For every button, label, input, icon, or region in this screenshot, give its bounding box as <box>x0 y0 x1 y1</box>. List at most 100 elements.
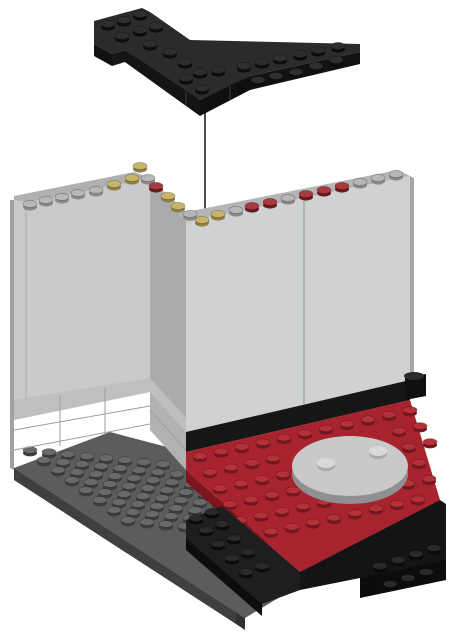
base-stud <box>93 497 107 504</box>
red-stud <box>319 425 333 432</box>
base-stud <box>61 451 75 458</box>
base-stud <box>79 487 93 494</box>
wall-stud <box>141 174 155 181</box>
base-stud <box>137 459 151 466</box>
edge-stud <box>211 541 225 548</box>
black-stud <box>273 54 287 61</box>
base-stud <box>118 457 132 464</box>
black-stud <box>195 84 209 91</box>
wall-stud <box>183 210 197 217</box>
red-stud <box>348 510 362 517</box>
base-stud <box>89 471 103 478</box>
wall-stud <box>229 206 243 213</box>
wall-stud <box>23 200 37 207</box>
red-stud <box>340 420 354 427</box>
base-stud <box>42 449 56 456</box>
wall-stud <box>245 202 259 209</box>
edge-stud <box>373 563 387 570</box>
edge-stud <box>383 581 397 588</box>
base-stud <box>188 507 202 514</box>
base-stud <box>121 517 135 524</box>
red-stud <box>402 443 416 450</box>
red-stud <box>245 459 259 466</box>
red-stud <box>411 496 425 503</box>
base-stud <box>103 481 117 488</box>
black-stud <box>163 48 177 55</box>
base-stud <box>65 477 79 484</box>
base-stud <box>174 497 188 504</box>
base-stud <box>141 485 155 492</box>
red-stud <box>224 464 238 471</box>
red-stud <box>298 430 312 437</box>
red-stud <box>234 480 248 487</box>
base-stud <box>170 471 184 478</box>
wall-stud <box>161 192 175 199</box>
black-stud <box>293 50 307 57</box>
red-stud <box>255 475 269 482</box>
red-stud <box>266 455 280 462</box>
base-stud <box>98 489 112 496</box>
red-stud <box>193 453 207 460</box>
red-stud <box>235 443 249 450</box>
wall-stud <box>107 180 121 187</box>
black-stud <box>269 72 283 79</box>
wall-stud <box>263 198 277 205</box>
black-l-plate-assembly <box>94 8 360 116</box>
base-stud <box>107 507 121 514</box>
base-stud <box>117 491 131 498</box>
black-stud <box>251 76 265 83</box>
base-stud <box>56 459 70 466</box>
base-stud <box>165 479 179 486</box>
base-stud <box>140 519 154 526</box>
black-stud <box>101 20 115 27</box>
wall-stud <box>281 194 295 201</box>
wall-stud <box>353 178 367 185</box>
wall-stud <box>149 182 163 189</box>
red-stud <box>256 439 270 446</box>
base-stud <box>146 477 160 484</box>
base-stud <box>160 487 174 494</box>
black-stud <box>193 68 207 75</box>
edge-stud <box>241 549 255 556</box>
black-stud <box>149 22 163 29</box>
wall-stud <box>371 174 385 181</box>
black-stud <box>179 74 193 81</box>
black-stud <box>178 58 192 65</box>
red-stud <box>203 469 217 476</box>
base-stud <box>75 461 89 468</box>
red-stud <box>412 459 426 466</box>
black-stud <box>311 46 325 53</box>
black-stud <box>133 26 147 33</box>
edge-stud <box>227 535 241 542</box>
black-stud <box>331 42 345 49</box>
wall-stud <box>171 202 185 209</box>
wall-stud <box>195 216 209 223</box>
wall-stud <box>55 193 69 200</box>
red-stud <box>361 416 375 423</box>
red-stud <box>390 500 404 507</box>
black-stud <box>289 68 303 75</box>
wall-stud <box>71 189 85 196</box>
base-stud <box>169 505 183 512</box>
red-stud <box>223 501 237 508</box>
base-stud <box>136 493 150 500</box>
base-stud <box>37 457 51 464</box>
base-stud <box>193 499 207 506</box>
light-gray-round-tile <box>292 436 408 504</box>
edge-stud <box>199 527 213 534</box>
base-stud <box>164 513 178 520</box>
wall-stud <box>125 174 139 181</box>
edge-stud <box>427 545 441 552</box>
red-stud <box>327 514 341 521</box>
base-stud <box>99 455 113 462</box>
base-stud <box>132 467 146 474</box>
red-stud <box>275 507 289 514</box>
wall-stud <box>211 210 225 217</box>
black-stud <box>309 62 323 69</box>
red-stud <box>244 496 258 503</box>
base-stud <box>112 499 126 506</box>
wall-stud <box>335 182 349 189</box>
red-stud <box>403 407 417 414</box>
